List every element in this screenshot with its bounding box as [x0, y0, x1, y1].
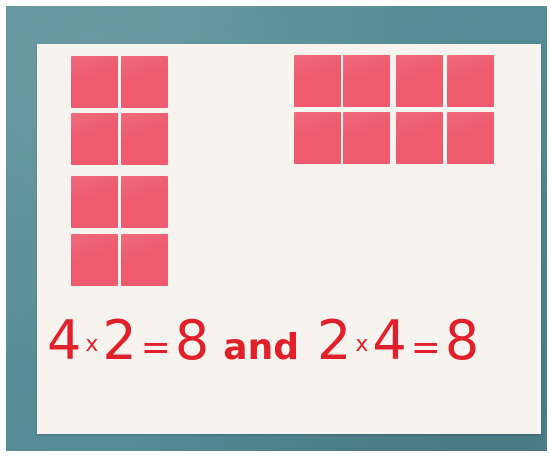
- right-array-tile: [294, 112, 341, 164]
- right-array-tile: [447, 112, 494, 164]
- times-sign: x: [355, 334, 368, 356]
- right-array-tile: [343, 112, 390, 164]
- left-array-tile: [121, 56, 168, 108]
- equals-sign: =: [411, 330, 441, 366]
- left-array-tile: [71, 176, 118, 228]
- left-array-tile: [71, 56, 118, 108]
- left-array-tile: [71, 234, 118, 286]
- factor-b: 4: [372, 314, 406, 368]
- right-array-tile: [294, 55, 341, 107]
- handwritten-equation: 4 x 2 = 8 and 2 x 4 = 8: [47, 314, 531, 384]
- factor-a: 4: [47, 314, 81, 368]
- product: 8: [445, 314, 479, 368]
- product: 8: [175, 314, 209, 368]
- left-array-tile: [121, 176, 168, 228]
- left-array-tile: [121, 234, 168, 286]
- poster-board: 4 x 2 = 8 and 2 x 4 = 8: [37, 44, 541, 434]
- left-array-tile: [71, 113, 118, 165]
- equals-sign: =: [141, 330, 171, 366]
- right-array-tile: [396, 112, 443, 164]
- left-array-tile: [121, 113, 168, 165]
- joiner-word: and: [223, 330, 299, 366]
- photo: 4 x 2 = 8 and 2 x 4 = 8: [6, 6, 547, 451]
- right-array-tile: [447, 55, 494, 107]
- factor-b: 2: [102, 314, 136, 368]
- factor-a: 2: [317, 314, 351, 368]
- right-array-tile: [396, 55, 443, 107]
- right-array-tile: [343, 55, 390, 107]
- times-sign: x: [85, 334, 98, 356]
